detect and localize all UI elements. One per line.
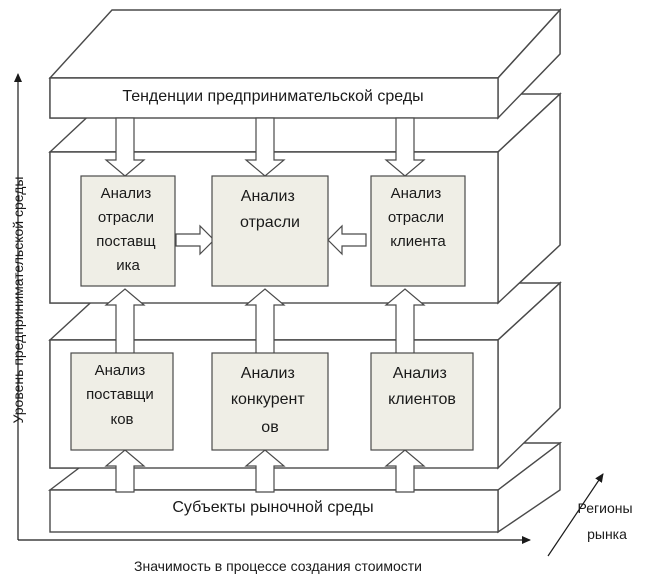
svg-text:Анализ поставщи ко: Анализ поставщи ков xyxy=(86,362,158,428)
box-clients-line1: Анализ xyxy=(393,365,447,382)
arrow-up-left xyxy=(104,288,146,356)
box-supplier-industry-line4: ика xyxy=(116,257,140,274)
depth-axis-label-line1: Регионы xyxy=(578,500,633,516)
arrow-up-bottom-right xyxy=(384,449,426,493)
box-suppliers xyxy=(70,352,174,451)
top-layer-label-front: Тенденции предпринимательской среды xyxy=(122,88,423,105)
box-competitors xyxy=(211,352,329,451)
box-client-industry-line1: Анализ xyxy=(391,185,442,202)
top-layer-front xyxy=(49,8,561,120)
box-clients xyxy=(370,352,474,451)
box-supplier-industry-line1: Анализ xyxy=(101,185,152,202)
lower-box-texts: Анализ поставщи ков Анализ конкурент ов … xyxy=(86,362,456,436)
arrow-down-center xyxy=(244,117,286,177)
box-client-industry xyxy=(370,175,466,287)
lower-boxes xyxy=(70,352,474,451)
arrow-up-center xyxy=(244,288,286,356)
depth-axis-label: Регионы рынка xyxy=(578,500,637,542)
svg-text:Анализ отрасли кли: Анализ отрасли клиента xyxy=(388,185,448,250)
box-competitors-line3: ов xyxy=(261,419,278,436)
box-client-industry-line2: отрасли xyxy=(388,209,444,226)
box-suppliers-line1: Анализ xyxy=(95,362,146,379)
box-supplier-industry xyxy=(80,175,176,287)
svg-text:Анализ клиентов: Анализ клиентов xyxy=(388,365,456,408)
arrow-up-bottom-left xyxy=(104,449,146,493)
arrow-left-to-center xyxy=(327,224,367,256)
arrow-up-bottom-center xyxy=(244,449,286,493)
box-supplier-industry-line2: отрасли xyxy=(98,209,154,226)
svg-text:Анализ отрасли пос: Анализ отрасли поставщ ика xyxy=(96,185,160,274)
svg-text:Анализ отрасли: Анализ отрасли xyxy=(240,188,300,231)
block-arrows xyxy=(104,117,426,493)
upper-boxes xyxy=(80,175,466,287)
box-competitors-line2: конкурент xyxy=(231,391,306,408)
upper-box-texts: Анализ отрасли поставщ ика Анализ отрасл… xyxy=(96,185,448,274)
box-supplier-industry-line3: поставщ xyxy=(96,233,155,250)
depth-axis xyxy=(547,473,604,557)
box-industry-line2: отрасли xyxy=(240,214,300,231)
box-industry-line1: Анализ xyxy=(241,188,295,205)
arrow-right-to-center xyxy=(175,224,215,256)
vertical-axis-label: Уровень предпринимательской среды xyxy=(10,177,26,424)
bottom-layer-label: Субъекты рыночной среды xyxy=(172,499,373,516)
svg-text:Анализ конкурент о: Анализ конкурент ов xyxy=(231,365,309,436)
arrow-down-right xyxy=(384,117,426,177)
depth-axis-label-line2: рынка xyxy=(587,526,627,542)
box-competitors-line1: Анализ xyxy=(241,365,295,382)
box-industry xyxy=(211,175,329,287)
box-suppliers-line3: ков xyxy=(110,411,133,428)
box-client-industry-line3: клиента xyxy=(390,233,446,250)
arrow-up-right xyxy=(384,288,426,356)
box-suppliers-line2: поставщи xyxy=(86,386,154,403)
box-clients-line2: клиентов xyxy=(388,391,456,408)
horizontal-axis-label: Значимость в процессе создания стоимости xyxy=(134,558,422,574)
arrow-down-left xyxy=(104,117,146,177)
